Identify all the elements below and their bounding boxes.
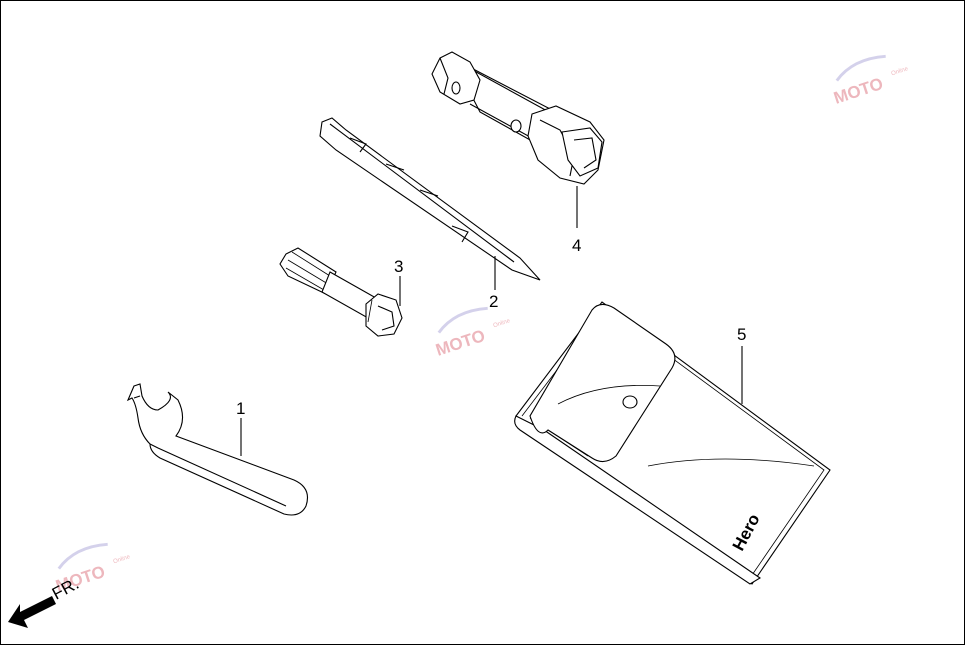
part-3-handle [279,247,403,337]
callout-4: 4 [572,236,581,255]
watermark-top-right: MOTO Online [831,54,910,108]
front-arrow-icon [8,596,56,628]
watermark-subtext: Online [113,554,132,565]
part-2-screwdriver [319,117,541,290]
part-5-tool-pouch: Hero [514,301,831,585]
callout-1: 1 [236,399,245,418]
callout-5: 5 [737,325,746,344]
callout-3: 3 [394,257,403,276]
watermark-subtext: Online [891,66,910,77]
callout-2: 2 [489,292,498,311]
watermark-subtext: Online [493,318,512,329]
part-1-pin-spanner [126,383,309,516]
part-4-box-spanner [431,51,605,228]
watermark-center: MOTO Online [433,306,512,360]
front-direction-indicator: FR. [8,574,82,628]
